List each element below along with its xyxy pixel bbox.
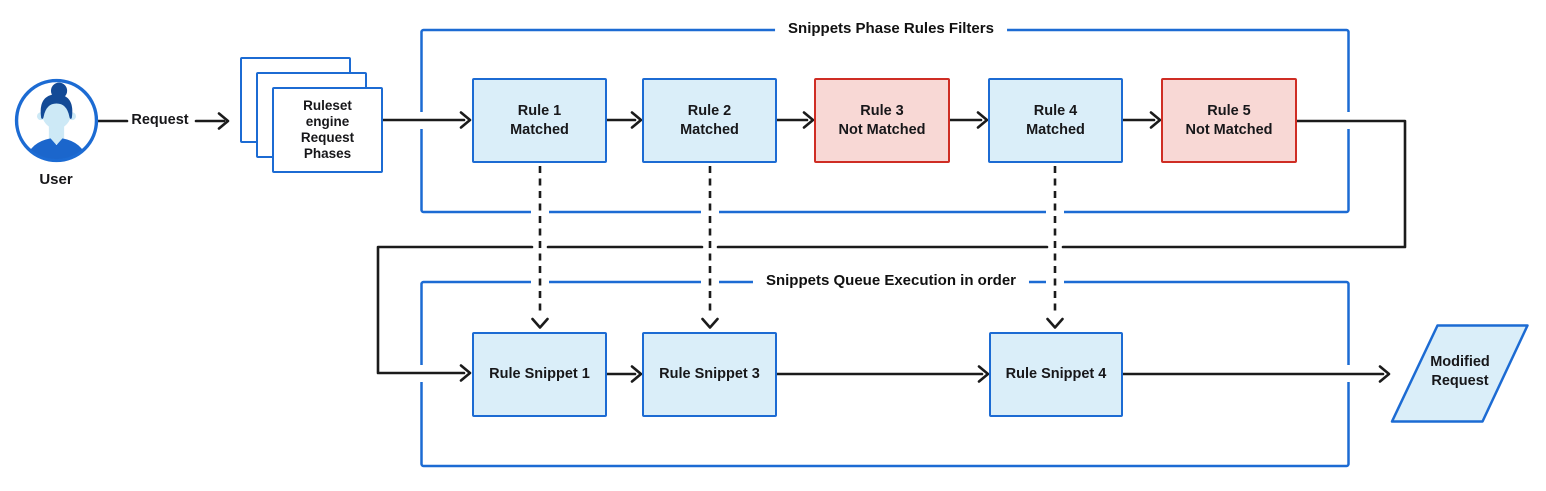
arrowhead: [531, 317, 549, 329]
arrowhead: [1378, 365, 1391, 383]
arrowhead: [977, 365, 990, 383]
arrowhead: [1046, 317, 1064, 329]
arrowhead: [459, 111, 472, 129]
rule-snippet-1-node: Rule Snippet 1: [472, 332, 607, 417]
rule-status: Matched: [680, 121, 739, 138]
rule-snippet-4-node: Rule Snippet 4: [989, 332, 1123, 417]
snippet-label: Rule Snippet 4: [1005, 366, 1107, 382]
rule-3-not-matched-node: Rule 3 Not Matched: [814, 78, 950, 163]
modified-request-label: Modified Request: [1430, 354, 1490, 389]
rule-5-not-matched-node: Rule 5 Not Matched: [1161, 78, 1297, 163]
rule5-to-snippet1-routing-line: [376, 119, 1407, 375]
queue-container-title: Snippets Queue Execution in order: [752, 271, 1030, 290]
solid-connectors: [96, 111, 1407, 383]
filters-container-title: Snippets Phase Rules Filters: [775, 19, 1007, 38]
arrowhead: [630, 365, 643, 383]
border-gap-patches: [412, 112, 1357, 382]
arrowhead: [217, 112, 230, 130]
rule-name: Rule 2: [687, 102, 732, 119]
user-label: User: [39, 171, 73, 188]
rule-snippet-3-node: Rule Snippet 3: [642, 332, 777, 417]
arrowhead: [459, 364, 472, 382]
arrowhead: [701, 317, 719, 329]
rule-status: Matched: [510, 121, 569, 138]
rule-2-matched-node: Rule 2 Matched: [642, 78, 777, 163]
request-arrow-label: Request: [131, 112, 189, 128]
dashed-connectors: [538, 166, 1057, 314]
ruleset-engine-node: Ruleset engine Request Phases: [272, 87, 383, 173]
arrowhead: [630, 111, 643, 129]
snippet-label: Rule Snippet 3: [659, 366, 760, 382]
rule-1-matched-node: Rule 1 Matched: [472, 78, 607, 163]
arrowhead: [1149, 111, 1162, 129]
arrowhead: [976, 111, 989, 129]
arrowhead: [802, 111, 815, 129]
rule-4-matched-node: Rule 4 Matched: [988, 78, 1123, 163]
rule-status: Not Matched: [838, 121, 926, 138]
modified-request-parallelogram: [1390, 324, 1529, 423]
ruleset-engine-label: Ruleset engine Request Phases: [300, 98, 355, 161]
dashed-arrowheads: [531, 317, 1064, 329]
rule-name: Rule 3: [860, 102, 904, 119]
snippet-label: Rule Snippet 1: [489, 366, 590, 382]
person-icon: [14, 78, 99, 163]
rule-status: Matched: [1026, 121, 1085, 138]
rule-name: Rule 5: [1207, 102, 1251, 119]
rule-name: Rule 4: [1033, 102, 1078, 119]
rule-status: Not Matched: [1185, 121, 1273, 138]
rule-name: Rule 1: [517, 102, 562, 119]
user-avatar: [14, 78, 99, 163]
